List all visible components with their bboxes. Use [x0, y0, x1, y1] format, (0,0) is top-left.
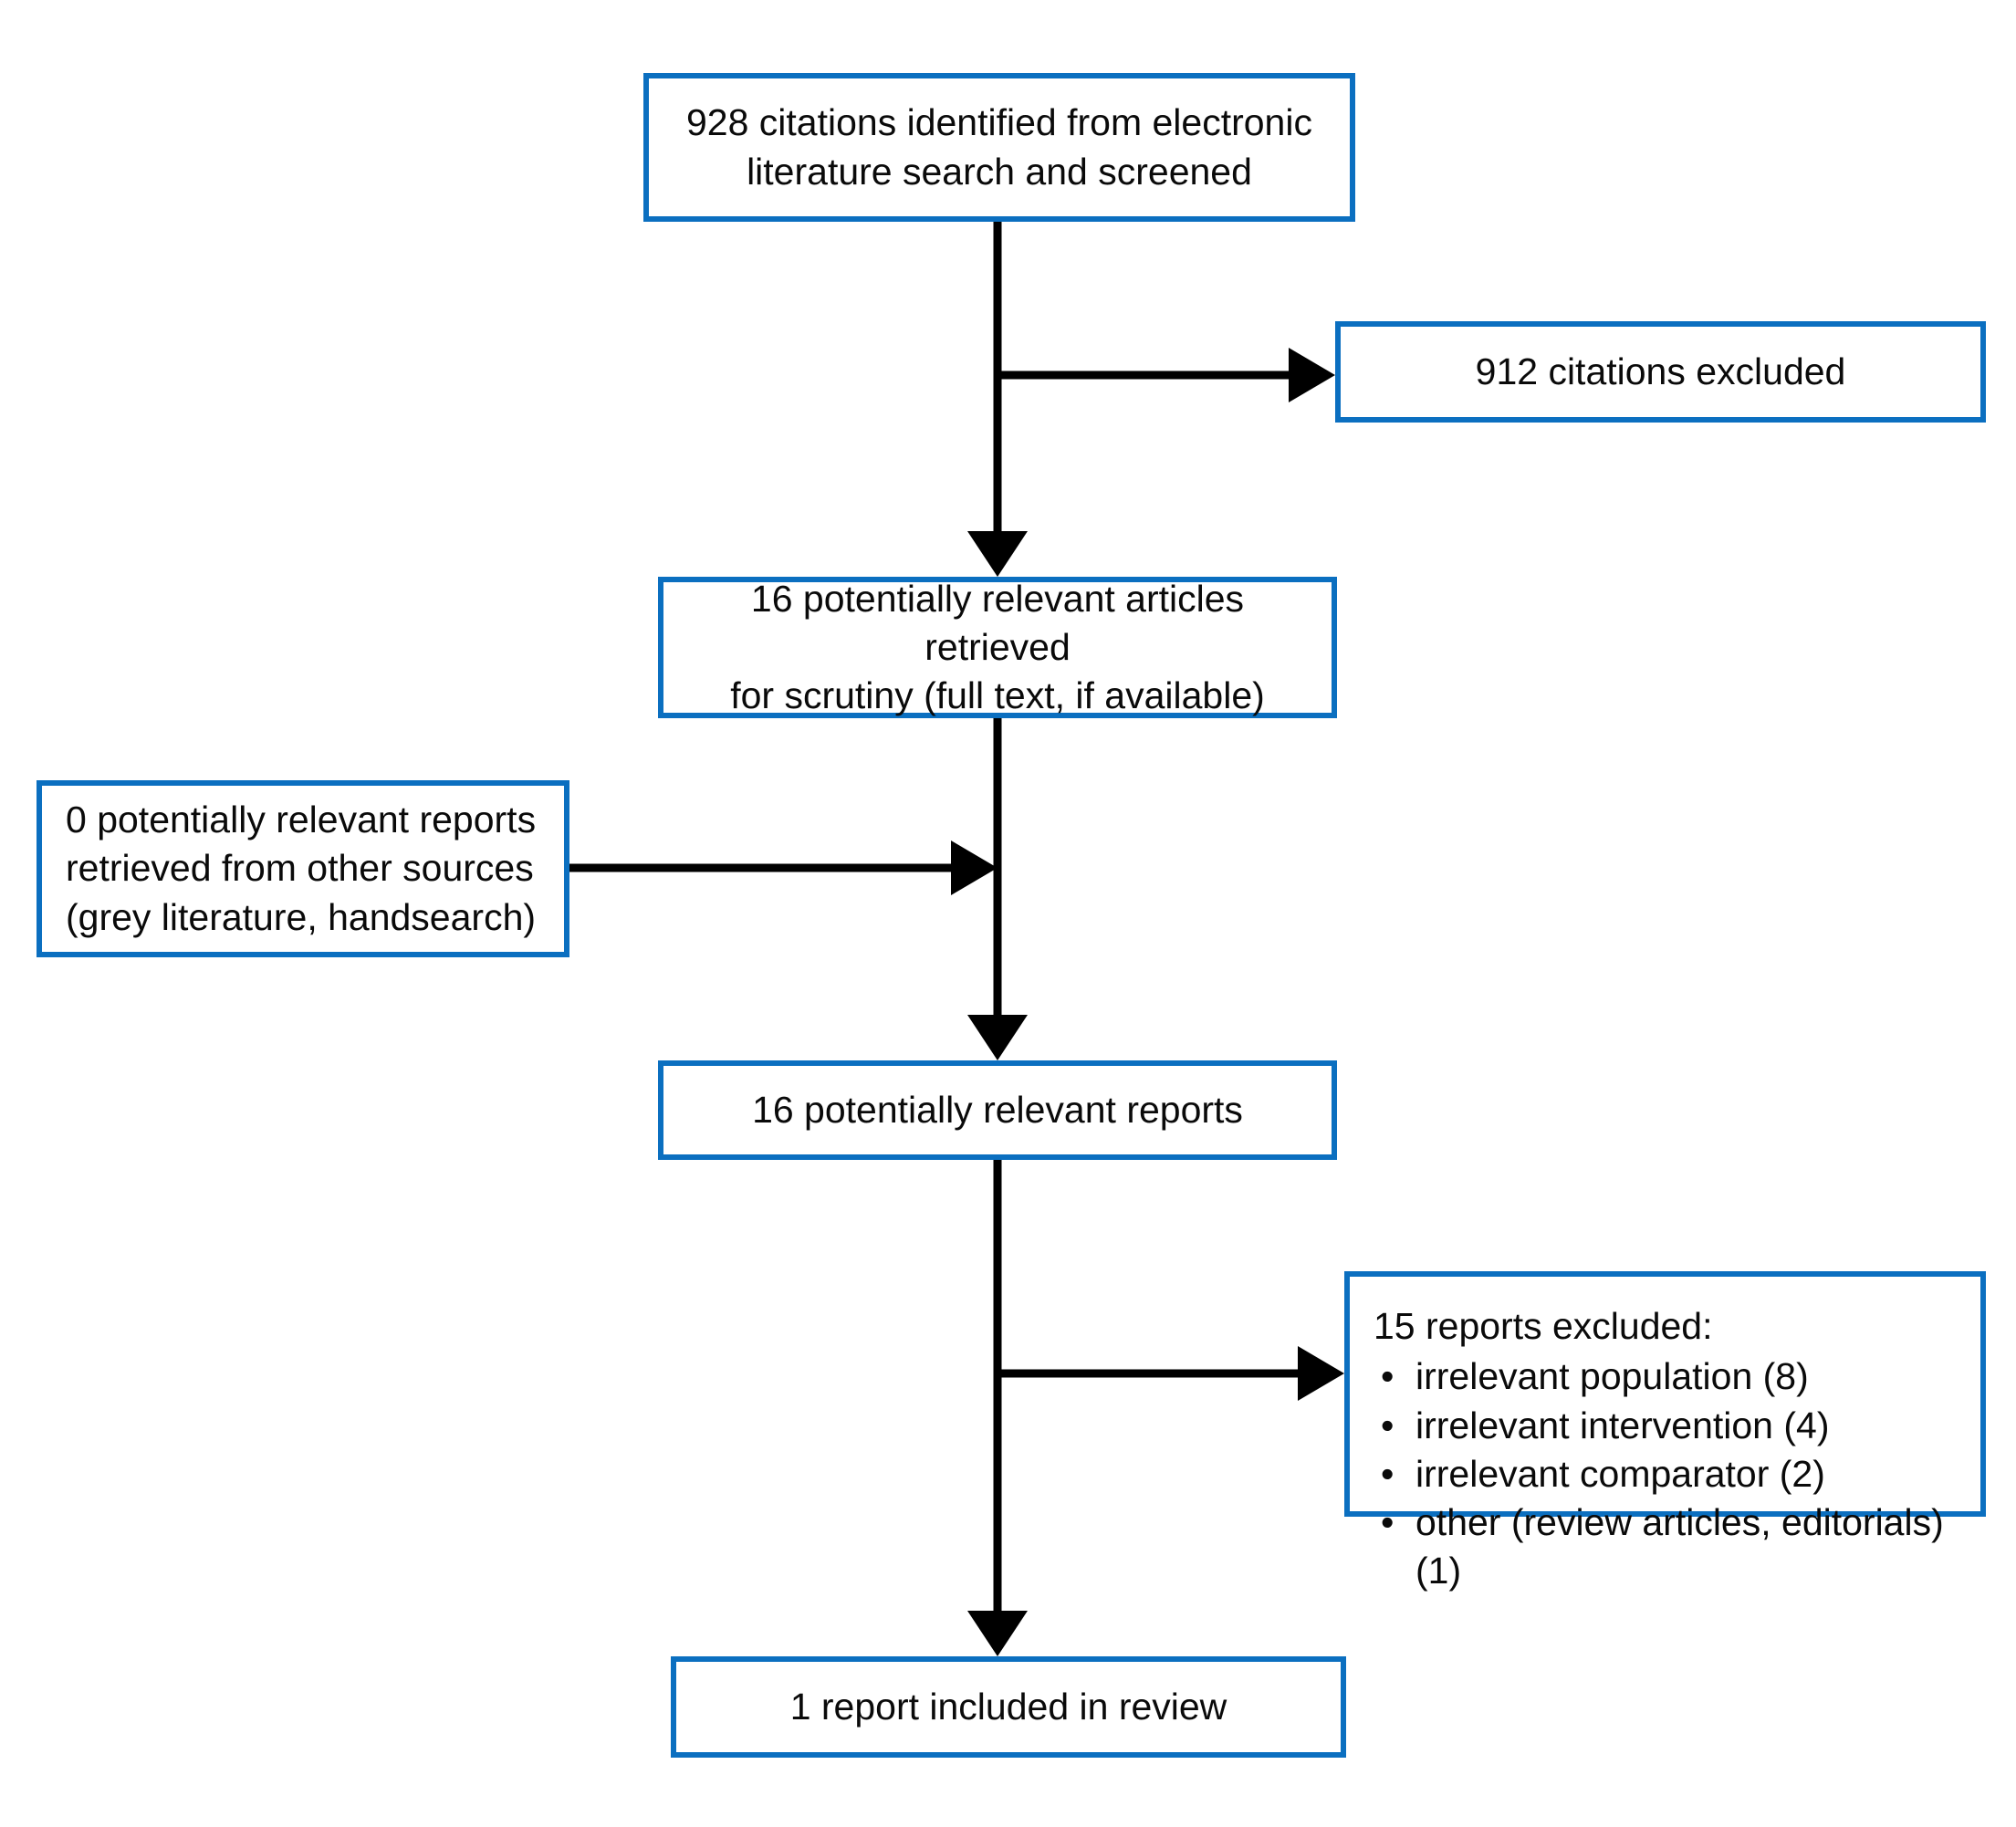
node-report-included: 1 report included in review	[671, 1656, 1346, 1758]
reports-excluded-reason-list: • irrelevant population (8) • irrelevant…	[1374, 1352, 1980, 1595]
connector-other-sources-to-spine	[569, 840, 998, 895]
connector-retrieved-to-relevant-reports	[967, 718, 1028, 1060]
node-articles-retrieved-label: 16 potentially relevant articles retriev…	[730, 577, 1265, 717]
node-relevant-reports: 16 potentially relevant reports	[658, 1060, 1337, 1160]
connector-relevant-reports-to-included	[967, 1160, 1028, 1656]
node-report-included-label: 1 report included in review	[789, 1685, 1227, 1728]
connector-identified-to-retrieved	[967, 222, 1028, 577]
reports-excluded-heading: 15 reports excluded:	[1374, 1305, 1713, 1347]
bullet-icon: •	[1381, 1501, 1394, 1544]
list-item: • irrelevant intervention (4)	[1374, 1402, 1980, 1450]
reports-excluded-content: 15 reports excluded: • irrelevant popula…	[1350, 1277, 1980, 1596]
list-item: • irrelevant comparator (2)	[1374, 1450, 1980, 1498]
list-item: • other (review articles, editorials) (1…	[1374, 1498, 1980, 1596]
bullet-icon: •	[1381, 1355, 1394, 1398]
node-articles-retrieved: 16 potentially relevant articles retriev…	[658, 577, 1337, 718]
connector-relevant-reports-to-reports-excluded	[998, 1346, 1344, 1401]
node-other-sources-label: 0 potentially relevant reports retrieved…	[66, 799, 537, 938]
list-item-label: irrelevant comparator (2)	[1415, 1452, 1825, 1495]
list-item: • irrelevant population (8)	[1374, 1352, 1980, 1401]
list-item-label: irrelevant population (8)	[1415, 1355, 1809, 1398]
node-reports-excluded: 15 reports excluded: • irrelevant popula…	[1344, 1271, 1986, 1592]
bullet-icon: •	[1381, 1452, 1394, 1495]
bullet-icon: •	[1381, 1404, 1394, 1446]
list-item-label: other (review articles, editorials) (1)	[1415, 1501, 1944, 1592]
node-relevant-reports-label: 16 potentially relevant reports	[752, 1088, 1243, 1131]
connector-identified-to-citations-excluded	[998, 348, 1335, 402]
node-citations-identified-label: 928 citations identified from electronic…	[686, 101, 1312, 193]
node-other-sources: 0 potentially relevant reports retrieved…	[37, 780, 569, 957]
list-item-label: irrelevant intervention (4)	[1415, 1404, 1830, 1446]
node-citations-excluded-label: 912 citations excluded	[1475, 350, 1846, 392]
node-citations-identified: 928 citations identified from electronic…	[643, 73, 1355, 222]
node-citations-excluded: 912 citations excluded	[1335, 321, 1986, 423]
